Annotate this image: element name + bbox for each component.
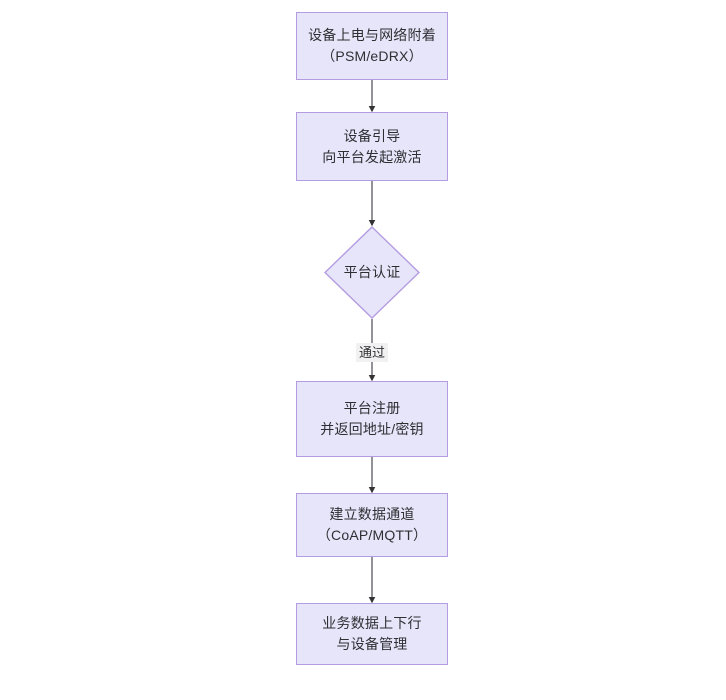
edge-label-pass: 通过 <box>356 343 389 362</box>
node-line-2: （PSM/eDRX） <box>321 48 423 64</box>
node-business-data-and-device-management[interactable]: 业务数据上下行 与设备管理 <box>296 603 448 665</box>
node-device-power-on[interactable]: 设备上电与网络附着 （PSM/eDRX） <box>296 12 448 80</box>
node-line-2: （CoAP/MQTT） <box>316 527 428 543</box>
node-line-1: 建立数据通道 <box>329 506 415 522</box>
node-line-2: 向平台发起激活 <box>322 148 422 165</box>
node-line-1: 业务数据上下行 <box>322 615 422 631</box>
node-establish-data-channel[interactable]: 建立数据通道 （CoAP/MQTT） <box>296 493 448 557</box>
node-line-1: 平台注册 <box>343 400 401 416</box>
node-line-2: 并返回地址/密钥 <box>320 421 424 437</box>
node-line-1: 平台认证 <box>343 264 401 280</box>
node-platform-authentication[interactable]: 平台认证 <box>324 226 420 319</box>
node-device-bootstrap[interactable]: 设备引导 向平台发起激活 <box>296 112 448 181</box>
diamond-shape <box>324 226 420 319</box>
node-platform-registration[interactable]: 平台注册 并返回地址/密钥 <box>296 381 448 457</box>
node-line-1: 设备引导 <box>343 127 401 144</box>
node-line-1: 设备上电与网络附着 <box>308 27 436 43</box>
node-line-2: 与设备管理 <box>336 636 408 652</box>
